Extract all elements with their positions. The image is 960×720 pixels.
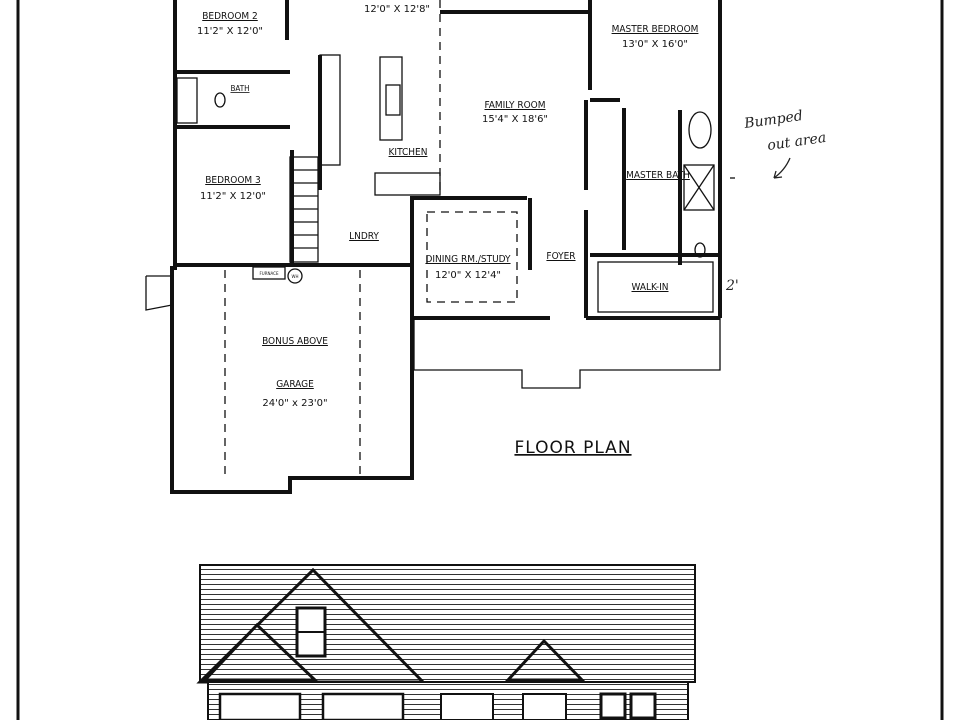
room-master-bedroom: MASTER BEDROOM [612,24,699,35]
furnace [252,266,286,280]
room-bedroom-3-size: 11'2" X 12'0" [200,191,266,202]
garage-door-right [321,692,405,720]
handwritten-2ft: 2' [725,278,739,294]
room-master-bedroom-size: 13'0" X 16'0" [622,39,688,50]
garage-gable [201,622,319,682]
room-dining-study: DINING RM./STUDY [425,254,511,265]
bonus-above-note: BONUS ABOVE [262,336,328,347]
room-labels: BEDROOM 2 11'2" X 12'0" 12'0" X 12'8" MA… [197,4,698,458]
room-master-bath: MASTER BATH [626,170,690,181]
room-laundry: LNDRY [349,231,379,242]
handwritten-out-area: out area [766,130,827,154]
furnace-label: FURNACE [260,271,279,276]
room-garage: GARAGE [276,379,314,390]
entry-gable [504,638,586,682]
room-bath: BATH [230,84,249,93]
room-family-room-size: 15'4" X 18'6" [482,114,548,125]
stairs [289,156,319,263]
side-window-2 [629,692,657,720]
front-window [440,693,494,720]
room-bedroom-2-size: 11'2" X 12'0" [197,26,263,37]
room-foyer: FOYER [546,251,575,262]
room-dining-study-size: 12'0" X 12'4" [435,270,501,281]
room-garage-size: 24'0" x 23'0" [262,398,327,409]
room-kitchen: KITCHEN [389,147,428,158]
floor-plan-title: FLOOR PLAN [514,438,631,458]
water-heater [287,268,303,284]
walls [170,0,722,494]
room-bedroom-3: BEDROOM 3 [205,175,261,186]
front-door [522,693,567,720]
room-family-room: FAMILY ROOM [484,100,545,111]
room-bedroom-2: BEDROOM 2 [202,11,258,22]
water-heater-label: WH [292,274,299,279]
room-top-size: 12'0" X 12'8" [364,4,430,15]
side-window-1 [599,692,627,720]
interior-details: FURNACE WH [145,0,735,480]
handwritten-arrow-icon [773,157,791,179]
room-walk-in: WALK-IN [632,282,669,293]
garage-door-left [218,692,302,720]
handwritten-bumped: Bumped [742,108,803,132]
handwritten-annotation: Bumped out area 2' [725,108,827,294]
front-elevation [196,564,696,720]
